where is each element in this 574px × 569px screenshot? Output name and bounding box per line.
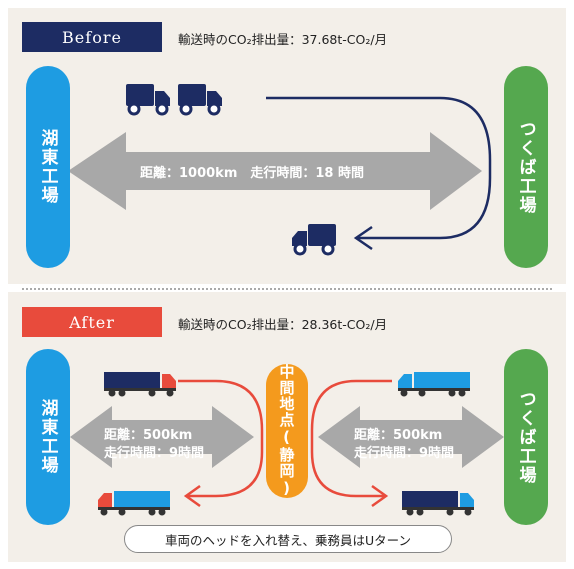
after-left-drive-time: 走行時間：9時間 xyxy=(104,446,205,461)
truck-icon xyxy=(126,84,170,116)
trailer-truck-icon xyxy=(398,372,470,397)
after-right-drive-time: 走行時間：9時間 xyxy=(354,446,455,461)
after-right-distance: 距離：500km xyxy=(354,428,443,443)
after-left-distance: 距離：500km xyxy=(104,428,193,443)
section-divider xyxy=(22,288,552,290)
after-right-distance-arrow xyxy=(318,406,504,468)
after-left-uturn-route xyxy=(178,379,264,498)
trailer-truck-icon xyxy=(104,372,176,397)
midpoint-shizuoka: 中間地点(静岡) xyxy=(266,364,308,498)
after-right-distance-text: 距離：500km 走行時間：9時間 xyxy=(354,427,454,463)
before-panel xyxy=(8,8,566,284)
trailer-truck-icon xyxy=(98,491,170,516)
trailer-truck-icon xyxy=(402,491,474,516)
head-swap-note: 車両のヘッドを入れ替え、乗務員はUターン xyxy=(124,525,452,553)
before-distance-arrow xyxy=(68,132,482,210)
after-right-route-arrowhead xyxy=(371,484,389,508)
after-left-distance-text: 距離：500km 走行時間：9時間 xyxy=(104,427,204,463)
after-right-uturn-route xyxy=(310,379,392,498)
before-co2-emissions: 輸送時のCO₂排出量：37.68t-CO₂/月 xyxy=(178,32,388,47)
before-distance-text: 距離：1000km 走行時間：18 時間 xyxy=(140,166,364,181)
before-right-factory: つくば工場 xyxy=(504,66,548,268)
after-left-route-arrowhead xyxy=(183,484,201,508)
truck-icon xyxy=(292,224,336,256)
after-tag: After xyxy=(22,307,162,337)
before-route-arrowhead xyxy=(353,225,373,251)
after-left-distance-arrow xyxy=(70,406,254,468)
after-co2-emissions: 輸送時のCO₂排出量：28.36t-CO₂/月 xyxy=(178,317,388,332)
after-right-factory: つくば工場 xyxy=(504,349,548,525)
before-left-factory: 湖東工場 xyxy=(26,66,70,268)
before-uturn-route xyxy=(266,96,492,240)
after-left-factory: 湖東工場 xyxy=(26,349,70,525)
before-tag: Before xyxy=(22,22,162,52)
truck-icon xyxy=(178,84,222,116)
